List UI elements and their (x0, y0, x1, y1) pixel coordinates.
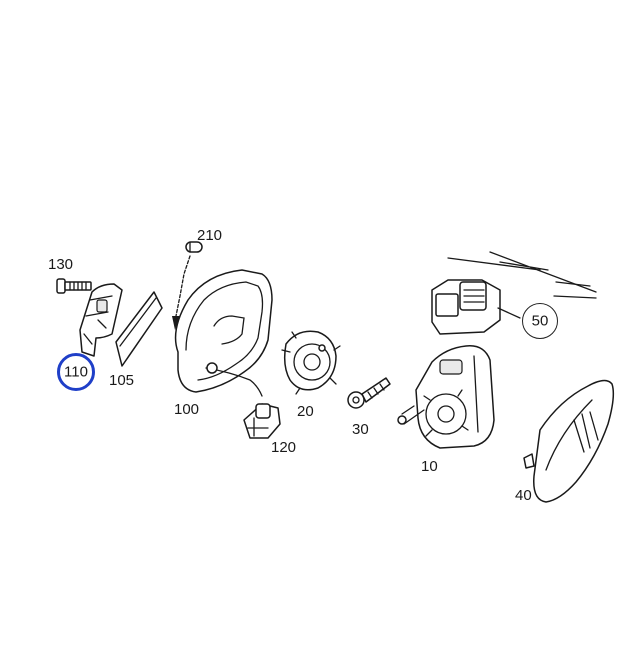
label-40[interactable]: 40 (515, 487, 532, 504)
part-130-screw[interactable] (56, 278, 92, 294)
part-110-cover[interactable] (79, 283, 123, 357)
part-40-mirror-glass[interactable] (523, 379, 615, 503)
part-20-gear-motor[interactable] (281, 330, 341, 395)
leader-210 (175, 255, 191, 317)
label-10[interactable]: 10 (421, 458, 438, 475)
part-100-housing[interactable] (174, 269, 273, 397)
part-10-adjust-motor[interactable] (397, 345, 495, 449)
label-20[interactable]: 20 (297, 403, 314, 420)
label-110[interactable]: 110 (64, 363, 88, 381)
part-120-connector[interactable] (243, 403, 281, 439)
label-30[interactable]: 30 (352, 421, 369, 438)
callout-110-highlight-ring[interactable]: 110 (57, 353, 95, 391)
label-210[interactable]: 210 (197, 227, 223, 244)
part-210-bulb[interactable] (185, 241, 203, 253)
label-105[interactable]: 105 (109, 372, 135, 389)
label-130[interactable]: 130 (48, 256, 74, 273)
part-50-motor-assembly[interactable] (431, 251, 597, 335)
part-105-seal[interactable] (115, 291, 163, 367)
label-100[interactable]: 100 (174, 401, 200, 418)
label-50[interactable]: 50 (531, 312, 549, 330)
part-30-screw[interactable] (347, 377, 391, 409)
callout-50-ring[interactable]: 50 (522, 303, 558, 339)
label-120[interactable]: 120 (271, 439, 297, 456)
